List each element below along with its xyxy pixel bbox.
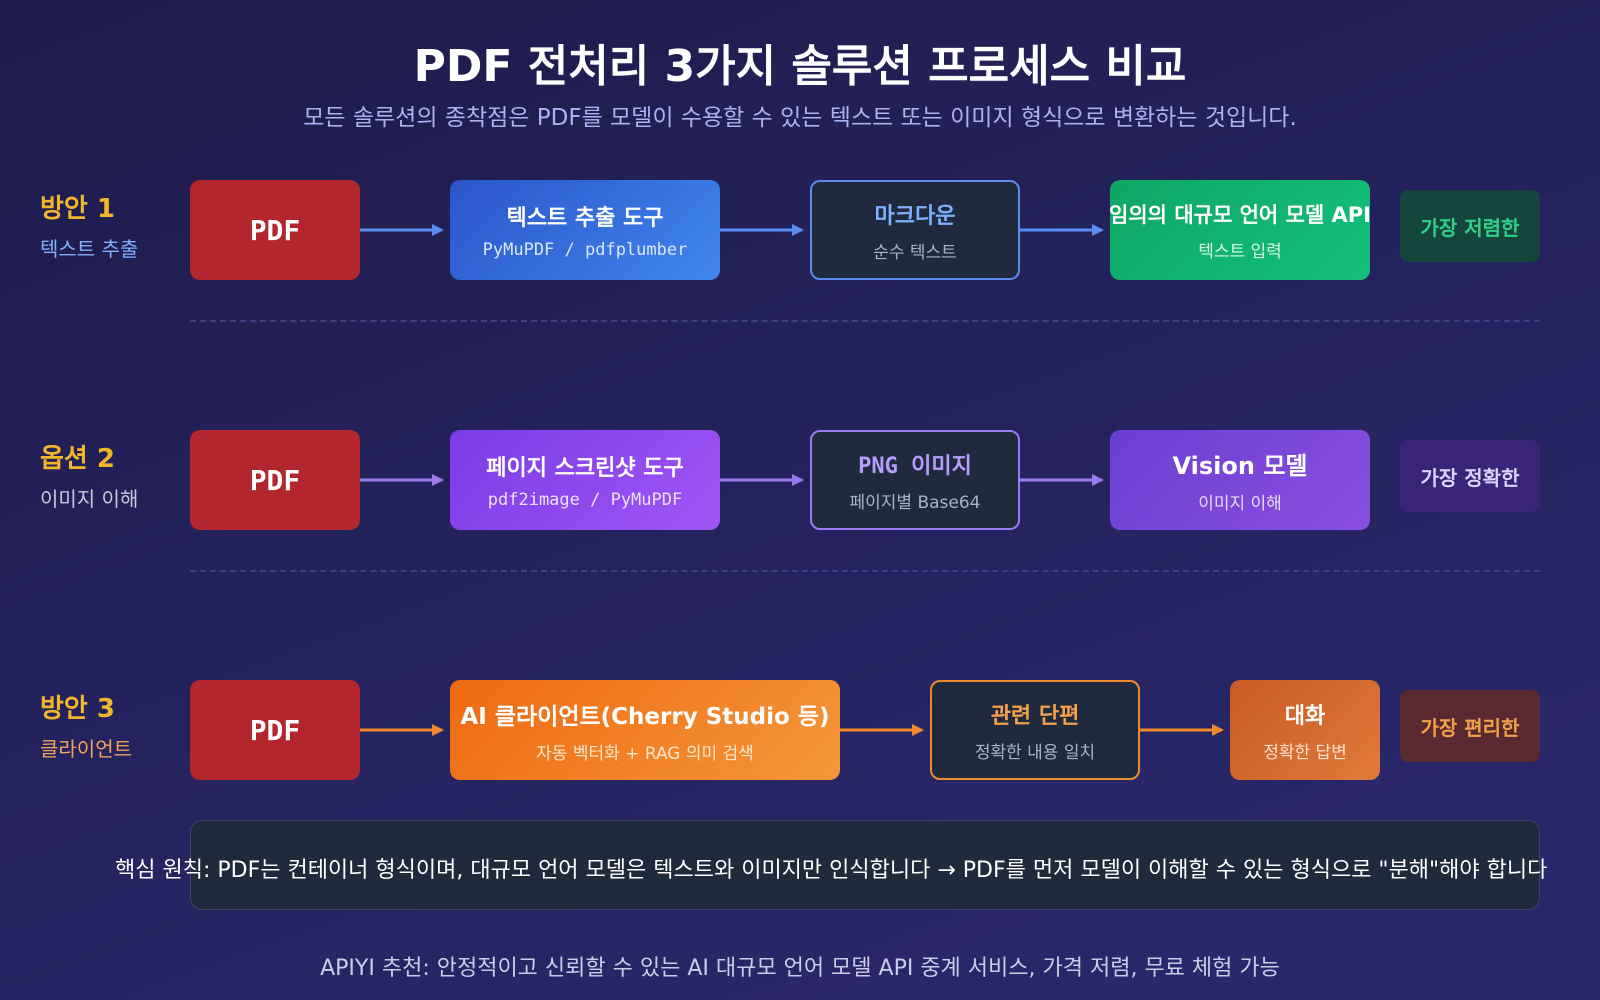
row-1-extract-tool-box: 텍스트 추출 도구 PyMuPDF / pdfplumber — [450, 180, 720, 280]
row-3-pdf-box: PDF — [190, 680, 360, 780]
row-1-step1-title: 텍스트 추출 도구 — [506, 206, 664, 231]
row-3-badge: 가장 편리한 — [1400, 690, 1540, 762]
row-3-label: 방안 3 클라이언트 — [40, 688, 132, 762]
row-2-step2-sub: 페이지별 Base64 — [849, 492, 981, 513]
row-2-pdf-label: PDF — [249, 463, 301, 497]
row-3-subtitle: 클라이언트 — [40, 737, 132, 761]
row-3-title: 방안 3 — [40, 694, 115, 724]
row-2-title: 옵션 2 — [40, 444, 115, 474]
row-1-label: 방안 1 텍스트 추출 — [40, 188, 138, 262]
row-1-title: 방안 1 — [40, 194, 115, 224]
row-2-step1-sub: pdf2image / PyMuPDF — [487, 490, 683, 510]
row-3-step1-sub: 자동 벡터화 + RAG 의미 검색 — [536, 743, 754, 764]
principle-panel — [190, 820, 1540, 910]
row-3-step1-title: AI 클라이언트(Cherry Studio 등) — [460, 703, 830, 730]
row-1-step2-sub: 순수 텍스트 — [873, 242, 957, 263]
page-title: PDF 전처리 3가지 솔루션 프로세스 비교 — [413, 41, 1187, 92]
row-1-step2-title: 마크다운 — [874, 203, 956, 229]
row-3-step3-title: 대화 — [1284, 703, 1326, 729]
divider-2 — [190, 570, 1540, 572]
row-3-step3-sub: 정확한 답변 — [1263, 742, 1347, 763]
row-1-markdown-box: 마크다운 순수 텍스트 — [810, 180, 1020, 280]
row-2-vision-box: Vision 모델 이미지 이해 — [1110, 430, 1370, 530]
footer-note: APIYI 추천: 안정적이고 신뢰할 수 있는 AI 대규모 언어 모델 AP… — [320, 956, 1280, 981]
row-2-subtitle: 이미지 이해 — [40, 487, 139, 511]
divider-1 — [190, 320, 1540, 322]
row-2-pdf-box: PDF — [190, 430, 360, 530]
row-1-subtitle: 텍스트 추출 — [40, 237, 139, 261]
row-2-step3-sub: 이미지 이해 — [1198, 494, 1282, 514]
row-1-pdf-label: PDF — [249, 213, 301, 247]
row-2-screenshot-tool-box: 페이지 스크린샷 도구 pdf2image / PyMuPDF — [450, 430, 720, 530]
row-3-pdf-label: PDF — [249, 713, 301, 747]
row-3-step2-title: 관련 단편 — [990, 703, 1080, 729]
row-2-step3-title: Vision 모델 — [1172, 452, 1308, 480]
row-2-step1-title: 페이지 스크린샷 도구 — [486, 456, 684, 481]
row-2-step2-title: PNG 이미지 — [858, 453, 972, 479]
row-3-step2-sub: 정확한 내용 일치 — [974, 742, 1096, 763]
row-1-step3-title: 임의의 대규모 언어 모델 API — [1109, 202, 1371, 227]
row-3-snippet-box: 관련 단편 정확한 내용 일치 — [930, 680, 1140, 780]
row-2-label: 옵션 2 이미지 이해 — [40, 438, 138, 512]
page-subtitle: 모든 솔루션의 종착점은 PDF를 모델이 수용할 수 있는 텍스트 또는 이미… — [303, 105, 1297, 131]
principle-text: 핵심 원칙: PDF는 컨테이너 형식이며, 대규모 언어 모델은 텍스트와 이… — [115, 858, 1548, 883]
row-2-png-box: PNG 이미지 페이지별 Base64 — [810, 430, 1020, 530]
row-1-llm-api-box: 임의의 대규모 언어 모델 API 텍스트 입력 — [1109, 180, 1371, 280]
row-3-chat-box: 대화 정확한 답변 — [1230, 680, 1380, 780]
row-1-step3-sub: 텍스트 입력 — [1198, 241, 1282, 262]
row-1-pdf-box: PDF — [190, 180, 360, 280]
row-3-ai-client-box: AI 클라이언트(Cherry Studio 등) 자동 벡터화 + RAG 의… — [450, 680, 840, 780]
row-1-badge: 가장 저렴한 — [1400, 190, 1540, 262]
row-2-badge: 가장 정확한 — [1400, 440, 1540, 512]
row-1-step1-sub: PyMuPDF / pdfplumber — [482, 240, 688, 260]
